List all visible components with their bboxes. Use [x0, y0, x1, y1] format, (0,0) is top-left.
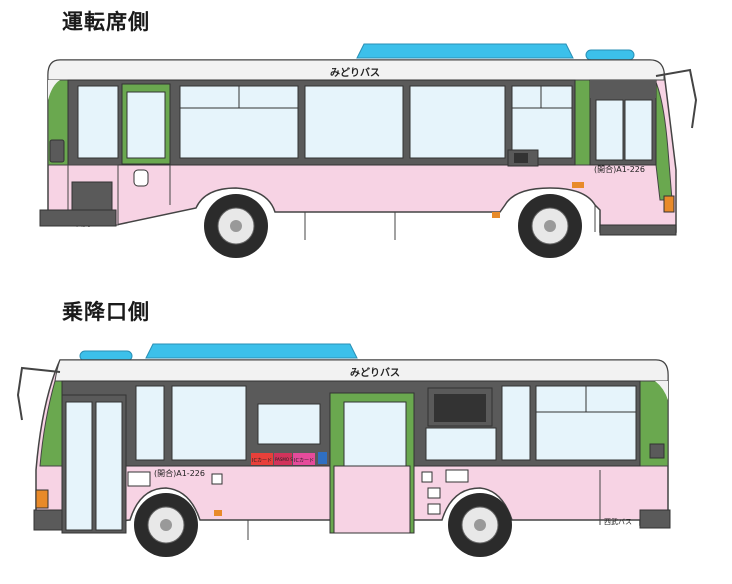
window [171, 385, 247, 461]
window [135, 385, 165, 461]
window [501, 385, 531, 461]
marker-light [214, 510, 222, 516]
window [257, 403, 321, 445]
roof-ac-small [585, 49, 635, 61]
driver-side-bus: 西武バス みどりバス (開合)A1-226 [39, 43, 698, 258]
bus-name-label: みどりバス [350, 366, 400, 379]
window [409, 85, 506, 159]
marker-light [572, 182, 584, 188]
door-side-heading: 乗降口側 [62, 300, 150, 324]
window [343, 401, 407, 467]
green-front-panel [39, 380, 63, 467]
window [126, 91, 166, 159]
ic-card-sticker [251, 453, 273, 465]
ic-card-sticker [293, 453, 315, 465]
bus-name-label: みどりバス [330, 66, 380, 79]
window [595, 99, 624, 161]
side-mirror [16, 366, 61, 421]
pasmo-suica-label: PASMO Suica [275, 457, 302, 462]
ic-card-right-label: ICカード [294, 458, 314, 464]
window [511, 85, 573, 159]
side-mirror [655, 68, 698, 129]
pasmo-suica-sticker [274, 453, 292, 465]
window [95, 401, 123, 531]
window [624, 99, 653, 161]
roof-ac-unit [145, 343, 358, 359]
operator-label: 西武バス [604, 517, 632, 526]
driver-side-heading: 運転席側 [62, 10, 150, 34]
roof-ac-unit [356, 43, 574, 59]
ic-card-left-label: ICカード [252, 458, 272, 464]
marker-light [492, 212, 500, 218]
window [425, 427, 497, 461]
window [65, 401, 93, 531]
window [304, 85, 404, 159]
window [77, 85, 119, 159]
plate-label: (開合)A1-226 [154, 468, 205, 478]
headlight [663, 195, 675, 213]
accessibility-icon [318, 452, 327, 464]
door-side-bus: みどりバス (開合)A1-226 西武バス ICカード PASMO Suica … [16, 343, 671, 557]
plate-label: (開合)A1-226 [594, 164, 645, 174]
headlight [35, 489, 49, 509]
